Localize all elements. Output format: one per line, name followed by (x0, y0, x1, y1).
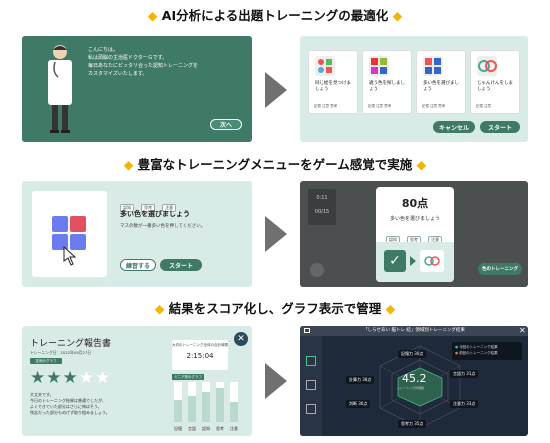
arrow-icon (265, 72, 287, 108)
header-ai-optimization: ◆ AI分析による出題トレーニングの最適化 ◆ (147, 8, 403, 23)
intro-text: こんにちは。 私は頭脳の主治医ドクターＧです。 毎日あなたにピッタリ合った認知ト… (88, 47, 199, 77)
menu-icon[interactable] (304, 328, 310, 333)
bar-label: ミニア別のグラフ (172, 374, 204, 380)
next-strip: ✓ (376, 242, 454, 282)
radar-legend: ● 今回のトレーニング結果 ● 前回のトレーニング結果 (452, 342, 522, 360)
color-count-icon (423, 56, 443, 76)
arrow-icon (265, 216, 287, 252)
radar-label: 記憶力 30点 (398, 350, 427, 358)
cancel-button[interactable]: キャンセル (433, 121, 475, 133)
timer-box: 0:11 00/15 (308, 189, 336, 225)
star-icon: ★ (46, 368, 63, 388)
stars-label: 定例のグラフ (30, 358, 62, 364)
report-date: トレーニング日：2022年09月27日 (30, 350, 92, 355)
header-score-graph: ◆ 結果をスコア化し、グラフ表示で管理 ◆ (154, 301, 396, 316)
radar-label: 計算力 38点 (346, 376, 375, 384)
shape-match-icon (315, 56, 335, 76)
bar-label: 記憶 (174, 425, 182, 431)
bar (174, 400, 182, 422)
arrow-icon (265, 363, 287, 399)
start-button[interactable]: スタート (480, 121, 520, 133)
rating-stars: ★★★★★ (30, 368, 111, 388)
radar-chart (379, 345, 461, 429)
time-box: 大切のトレーニング全体の合計時間 2:15:04 (172, 340, 228, 370)
detail-title: 多い色を選びましょう (120, 210, 190, 218)
training-card[interactable]: じゃんけんをしましょう 記憶 注意 (470, 50, 520, 114)
header-text: 結果をスコア化し、グラフ表示で管理 (168, 301, 382, 316)
score-card: 80点 多い色を選びましょう 認知 思考 注意 ✓ (376, 187, 454, 282)
play-icon (410, 256, 416, 266)
header-game-menu: ◆ 豊富なトレーニングメニューをゲーム感覚で実施 ◆ (123, 157, 427, 172)
bar (230, 402, 238, 422)
report-comment: 大丈夫です。 今日のトレーニング結果は普通でしたが、 よくできていた部分はさらに… (30, 392, 110, 415)
training-card[interactable]: 違う色を探しましょう 記憶 注意 思考 (362, 50, 412, 114)
center-value: 45.2 (402, 372, 427, 385)
radar-label: 言語力 31点 (450, 370, 479, 378)
detail-tags: 認知 思考 注意 (120, 194, 178, 213)
radar-label: 判断 36点 (346, 400, 371, 408)
bar-label: 思考 (216, 425, 224, 431)
practice-button[interactable]: 練習する (120, 259, 156, 271)
close-icon[interactable]: ✕ (234, 332, 248, 346)
bar (188, 396, 196, 422)
bar-label: 注意 (230, 425, 238, 431)
training-card[interactable]: 同じ絵を見つけましょう 記憶 注意 思考 (308, 50, 358, 114)
home-icon[interactable] (306, 356, 316, 366)
bar (202, 392, 210, 422)
header-text: 豊富なトレーニングメニューをゲーム感覚で実施 (137, 157, 413, 172)
star-icon: ★ (78, 368, 95, 388)
radar-result-panel: 「しらせあい 脳トレ 結」領域別トレーニング結果 ✕ 45.2 トレーニング評価… (300, 326, 528, 436)
report-title: トレーニング報告書 (30, 339, 112, 349)
center-label: トレーニング評価数 (397, 386, 425, 390)
janken-icon (477, 56, 497, 76)
save-icon[interactable] (306, 380, 316, 390)
doctor-intro-panel: こんにちは。 私は頭脳の主治医ドクターＧです。 毎日あなたにピッタリ合った認知ト… (22, 36, 252, 142)
bar-label: 認知 (202, 425, 210, 431)
janken-icon (420, 250, 444, 272)
start-button[interactable]: スタート (160, 259, 202, 271)
trash-icon[interactable] (306, 404, 316, 414)
header-text: AI分析による出題トレーニングの最適化 (161, 8, 389, 23)
doctor-icon (48, 45, 72, 133)
result-popup-panel: 0:11 00/15 80点 多い色を選びましょう 認知 思考 注意 ✓ 色のト… (300, 181, 528, 287)
training-card[interactable]: 多い色を選びましょう 記憶 注意 思考 (416, 50, 466, 114)
detail-desc: マスの数が一番多い色を押してください。 (120, 224, 206, 229)
next-training-button[interactable]: 色のトレーニング (478, 263, 522, 275)
next-button[interactable]: 次へ (210, 119, 242, 130)
radar-label: 注意力 33点 (450, 400, 479, 408)
star-icon: ★ (30, 368, 47, 388)
report-panel: トレーニング報告書 トレーニング日：2022年09月27日 定例のグラフ ★★★… (22, 326, 252, 436)
bar-label: 言語 (188, 425, 196, 431)
bar (216, 388, 224, 422)
check-icon: ✓ (384, 250, 406, 272)
preview-box (32, 191, 107, 277)
star-icon: ★ (62, 368, 79, 388)
training-select-panel: 同じ絵を見つけましょう 記憶 注意 思考 違う色を探しましょう 記憶 注意 思考… (300, 36, 528, 142)
close-icon[interactable]: ✕ (519, 326, 526, 335)
score-value: 80点 (401, 197, 429, 210)
side-nav (300, 336, 322, 436)
training-detail-panel: 認知 思考 注意 多い色を選びましょう マスの数が一番多い色を押してください。 … (22, 181, 252, 287)
star-icon: ★ (95, 368, 112, 388)
result-titlebar: 「しらせあい 脳トレ 結」領域別トレーニング結果 (300, 326, 528, 336)
color-grid-icon (52, 216, 86, 266)
pause-icon[interactable] (310, 263, 324, 277)
radar-label: 思考力 35点 (398, 420, 427, 428)
color-grid-icon (369, 56, 389, 76)
report-bar-chart: 記憶言語認知思考注意 (174, 382, 238, 431)
score-subtitle: 多い色を選びましょう (389, 216, 440, 222)
